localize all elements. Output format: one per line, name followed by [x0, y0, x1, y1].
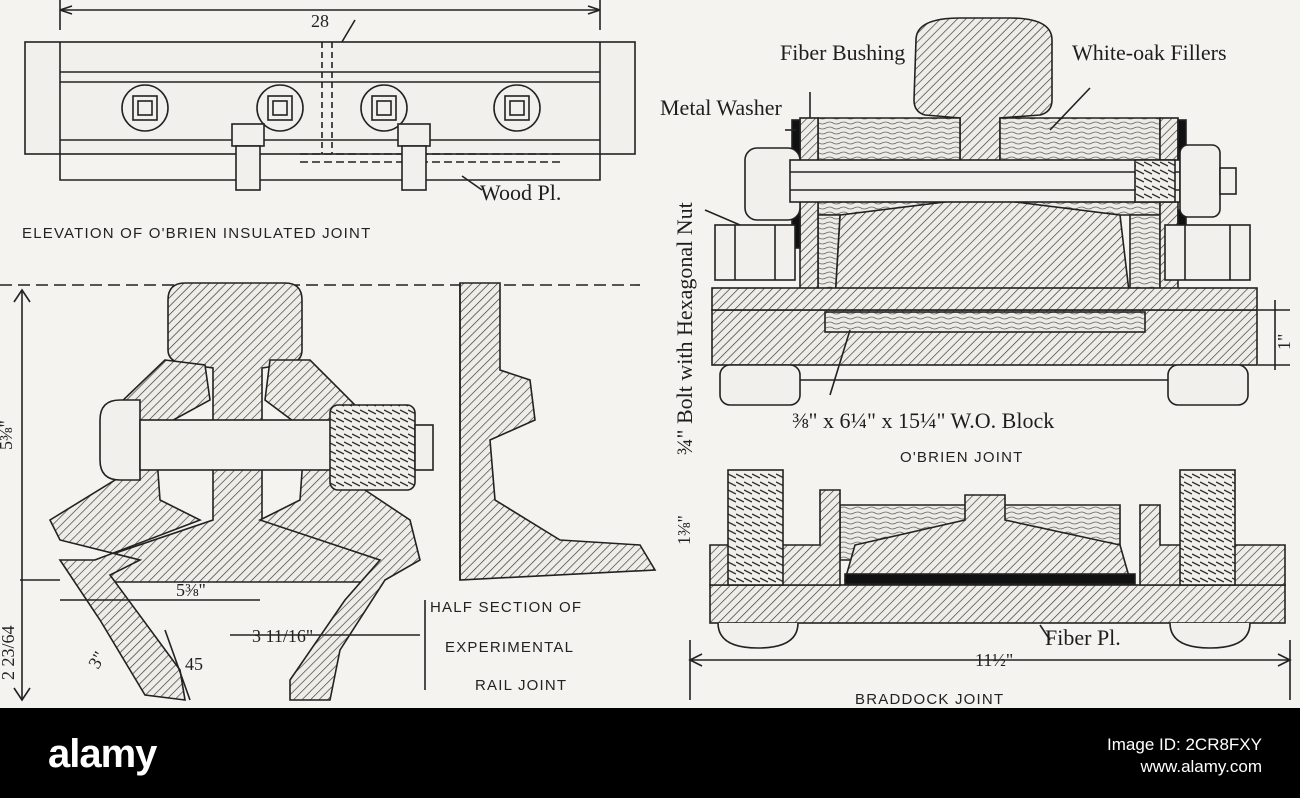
caption-half-section-3: RAIL JOINT [475, 677, 567, 694]
dim-1-3-8: 1⅜" [674, 515, 694, 545]
site-url[interactable]: www.alamy.com [1140, 757, 1262, 776]
brand-logo[interactable]: alamy [48, 732, 157, 776]
caption-obrien: O'BRIEN JOINT [900, 449, 1023, 466]
dim-3: 3" [84, 648, 110, 672]
dim-1-inch: 1" [1274, 334, 1294, 350]
dim-3-11-16: 3 11/16" [252, 626, 313, 646]
caption-half-section-2: EXPERIMENTAL [445, 639, 574, 656]
footer-bar: alamy Image ID: 2CR8FXY www.alamy.com [0, 708, 1300, 798]
label-bolt: ¾" Bolt with Hexagonal Nut [672, 202, 697, 455]
rail-joint-drawings: 28 Wood Pl. ELEVATION OF O'BRIEN INSULAT… [0, 0, 1294, 708]
dim-11-1-2: 11½" [975, 650, 1013, 670]
caption-braddock: BRADDOCK JOINT [855, 691, 1004, 708]
experimental-joint-section [0, 282, 640, 702]
label-fiber-bushing: Fiber Bushing [780, 40, 905, 65]
diagram-plate: 28 Wood Pl. ELEVATION OF O'BRIEN INSULAT… [0, 0, 1294, 708]
caption-elevation: ELEVATION OF O'BRIEN INSULATED JOINT [22, 225, 371, 242]
obrien-joint-section [704, 17, 1290, 406]
label-metal-washer: Metal Washer [660, 95, 783, 120]
label-wo-block: ⅜" x 6¼" x 15¼" W.O. Block [792, 408, 1054, 433]
image-id-block: Image ID: 2CR8FXY www.alamy.com [1107, 734, 1262, 778]
rail-profile [424, 282, 657, 690]
caption-half-section-1: HALF SECTION OF [430, 599, 582, 616]
dim-5-3-8: 5⅜" [176, 580, 206, 600]
braddock-joint-section [688, 469, 1292, 700]
elevation-view [24, 0, 636, 191]
dim-28: 28 [311, 11, 329, 31]
image-id: Image ID: 2CR8FXY [1107, 735, 1262, 754]
dim-5-3-8-vertical: 5⅜" [0, 420, 16, 450]
dim-45: 45 [185, 654, 203, 674]
label-white-oak-fillers: White-oak Fillers [1072, 40, 1227, 65]
label-wood-plate: Wood Pl. [480, 180, 561, 205]
label-fiber-plate: Fiber Pl. [1045, 625, 1121, 650]
dim-2-23-64: 2 23/64 [0, 625, 18, 680]
